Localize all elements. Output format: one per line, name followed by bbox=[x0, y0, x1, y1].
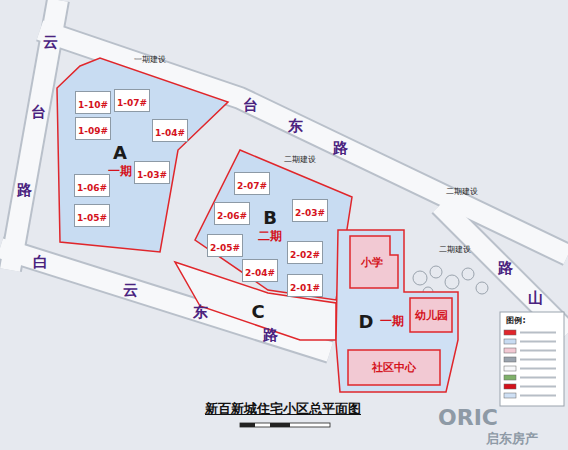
building-tag: 1-09# bbox=[75, 117, 111, 140]
building-number: 1-07# bbox=[117, 99, 147, 108]
legend-row bbox=[504, 375, 556, 380]
building-tag: 1-04# bbox=[152, 119, 188, 142]
zone-phase: 一期 bbox=[108, 165, 132, 177]
building-tag: 2-03# bbox=[292, 199, 328, 222]
building-number: 2-06# bbox=[217, 212, 247, 221]
building-number: 2-03# bbox=[295, 209, 325, 218]
road-name: 白 bbox=[33, 255, 48, 270]
building-tag: 1-07# bbox=[114, 89, 150, 112]
legend-row bbox=[504, 330, 556, 335]
building-tag: 2-01# bbox=[287, 274, 323, 297]
legend-row bbox=[504, 339, 556, 344]
site-region: 小学 bbox=[348, 234, 400, 290]
zone-letter: A bbox=[113, 144, 127, 162]
building-tag: 2-07# bbox=[234, 172, 270, 195]
legend-row bbox=[504, 348, 556, 353]
plan-title: 新百新城住宅小区总平面图 bbox=[205, 402, 361, 415]
building-tag: 1-10# bbox=[75, 91, 111, 114]
building-number: 1-10# bbox=[78, 101, 108, 110]
road-name: 路 bbox=[17, 183, 32, 198]
building-number: 2-07# bbox=[237, 182, 267, 191]
phase-note: 一期建设 bbox=[134, 56, 166, 64]
scale-bar bbox=[240, 423, 330, 427]
building-number: 1-04# bbox=[155, 129, 185, 138]
phase-note: 二期建设 bbox=[284, 156, 316, 164]
zone-phase: 幼儿园 bbox=[415, 310, 448, 321]
phase-note: 二期建设 bbox=[439, 246, 471, 254]
road-name: 云 bbox=[43, 35, 58, 50]
legend-row bbox=[504, 366, 556, 371]
zone-letter: C bbox=[251, 303, 264, 321]
building-tag: 1-03# bbox=[134, 161, 170, 184]
building-tag: 2-05# bbox=[207, 234, 243, 257]
legend-row bbox=[504, 357, 556, 362]
building-number: 1-03# bbox=[137, 171, 167, 180]
building-number: 2-01# bbox=[290, 284, 320, 293]
building-tag: 2-04# bbox=[242, 259, 278, 282]
road-name: 东 bbox=[288, 119, 303, 134]
region-boundary bbox=[57, 58, 228, 252]
building-number: 1-09# bbox=[78, 127, 108, 136]
zone-letter: B bbox=[263, 209, 277, 227]
road-name: 路 bbox=[498, 261, 513, 276]
zone-phase: 一期 bbox=[380, 315, 404, 327]
legend-row bbox=[504, 384, 556, 389]
building-number: 2-05# bbox=[210, 244, 240, 253]
building-number: 1-05# bbox=[77, 214, 107, 223]
zone-phase: 小学 bbox=[361, 257, 383, 268]
legend-heading: 图例: bbox=[506, 317, 525, 325]
phase-note: 二期建设 bbox=[446, 188, 478, 196]
legend-box bbox=[500, 312, 564, 406]
building-number: 1-06# bbox=[77, 184, 107, 193]
site-region: 社区中心 bbox=[346, 348, 442, 387]
roads bbox=[0, 0, 568, 352]
zone-letter: D bbox=[359, 313, 374, 331]
building-number: 2-02# bbox=[290, 251, 320, 260]
site-region: 幼儿园 bbox=[408, 296, 454, 334]
watermark: 启东房产 bbox=[486, 432, 538, 445]
region-boundary bbox=[175, 262, 336, 340]
road-name: 台 bbox=[243, 98, 258, 113]
site-region: 小学幼儿园社区中心 D 一期 bbox=[334, 228, 460, 394]
building-tag: 1-05# bbox=[74, 204, 110, 227]
region-boundary bbox=[410, 298, 452, 332]
legend-row bbox=[504, 393, 556, 398]
watermark: ORIC bbox=[438, 407, 498, 429]
zone-phase: 二期 bbox=[258, 230, 282, 242]
road-name: 云 bbox=[123, 283, 138, 298]
building-tag: 2-06# bbox=[214, 202, 250, 225]
road-name: 山 bbox=[528, 291, 543, 306]
road-name: 台 bbox=[31, 105, 46, 120]
region-boundary bbox=[336, 230, 458, 392]
zone-phase: 社区中心 bbox=[372, 362, 416, 373]
building-tag: 1-06# bbox=[74, 174, 110, 197]
road-name: 路 bbox=[333, 141, 348, 156]
building-number: 2-04# bbox=[245, 269, 275, 278]
region-boundary bbox=[350, 236, 398, 288]
building-tag: 2-02# bbox=[287, 241, 323, 264]
region-boundary bbox=[348, 350, 440, 385]
